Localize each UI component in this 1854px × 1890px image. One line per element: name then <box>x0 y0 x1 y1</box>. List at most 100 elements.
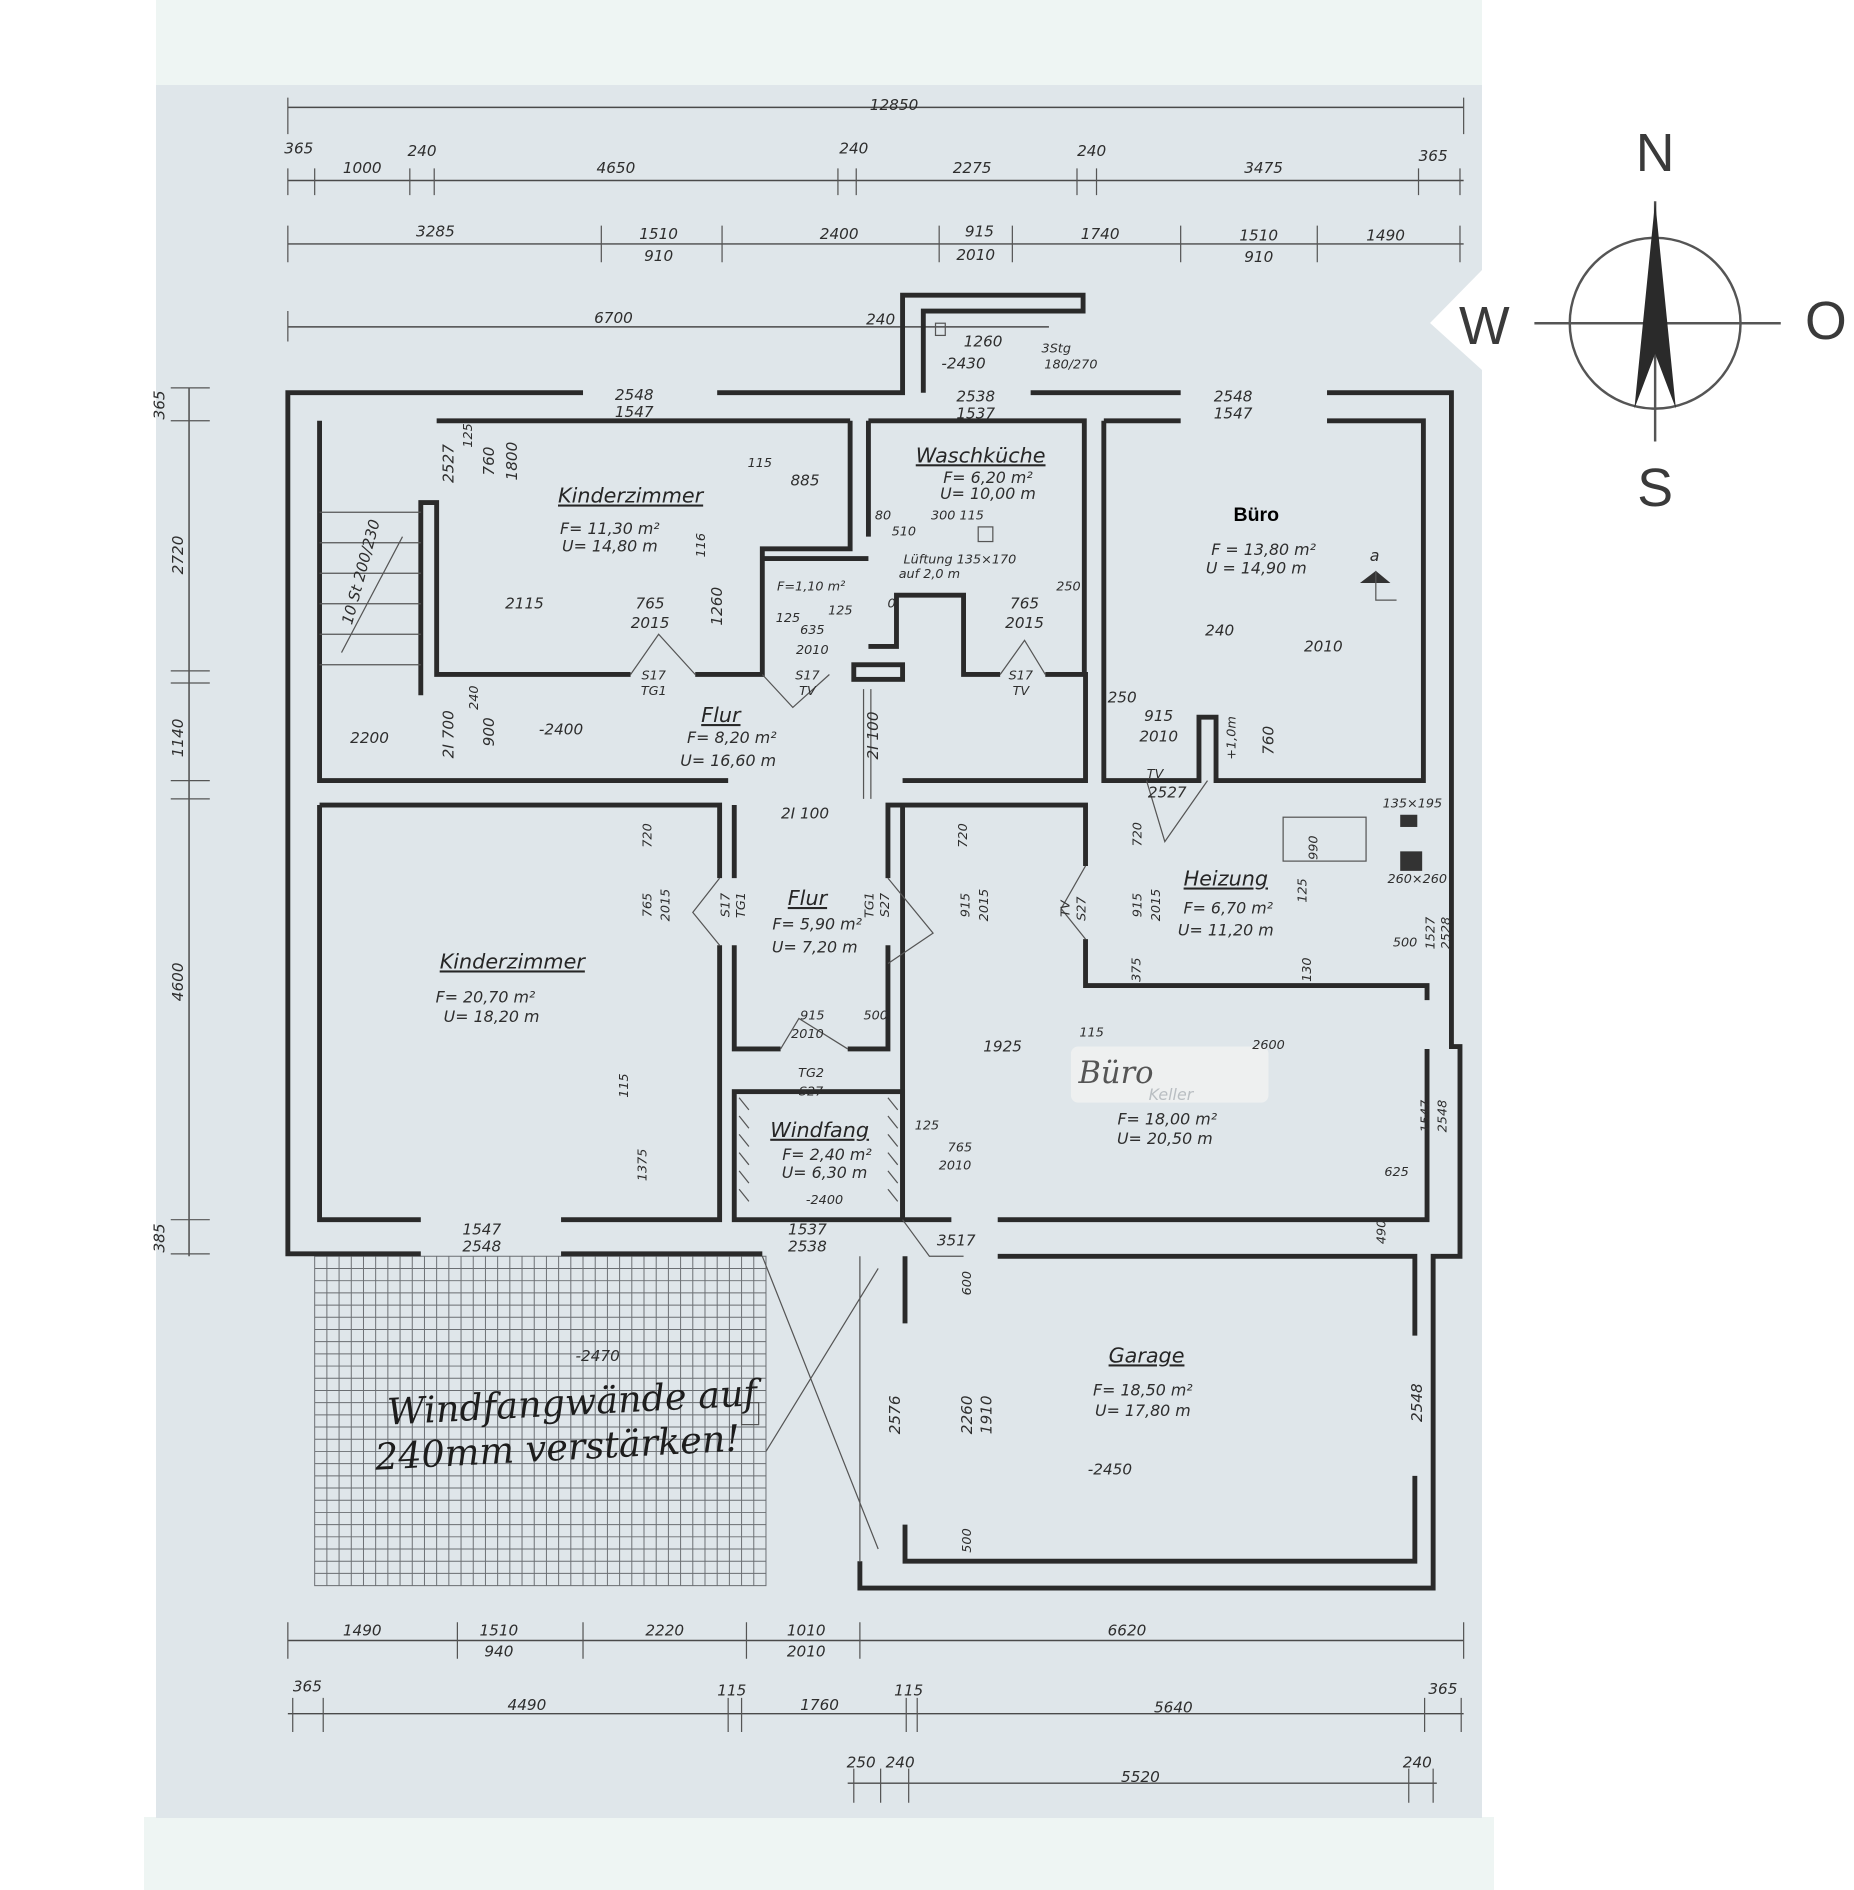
dimension-label: 0 <box>888 596 896 611</box>
dimension-label: 915 <box>959 893 974 917</box>
dimension-label: 1490 <box>343 1622 382 1640</box>
dimension-label: 2I 100 <box>864 711 882 759</box>
room-title: Heizung <box>1184 867 1268 891</box>
dimension-label: 115 <box>1079 1026 1103 1041</box>
dimension-label: 2527 <box>1148 784 1187 802</box>
dimension-label: 5640 <box>1154 1698 1193 1716</box>
dimension-label: 2010 <box>939 1159 972 1174</box>
dimension-label: 1510 <box>1239 226 1278 244</box>
room-area: F= 18,00 m² <box>1117 1110 1217 1129</box>
dimension-label: 4650 <box>597 159 636 177</box>
door-label: TG1 <box>641 684 667 699</box>
dimension-label: -2450 <box>1088 1461 1132 1479</box>
vent-grille-icon <box>740 1402 760 1426</box>
dimension-label: 1740 <box>1081 225 1120 243</box>
room-area: F= 2,40 m² <box>782 1145 872 1164</box>
dimension-label: 1140 <box>169 719 187 758</box>
dimension-label: 760 <box>480 447 498 476</box>
door-label: TV <box>1059 899 1074 917</box>
room-area: F= 11,30 m² <box>560 519 660 538</box>
dimension-label: 2015 <box>1005 614 1044 632</box>
boiler-outline <box>1282 816 1367 862</box>
dimension-label: 490 <box>1375 1220 1390 1244</box>
door-label: TG1 <box>734 892 749 918</box>
dimension-label: 2015 <box>659 889 674 922</box>
dimension-label: 2010 <box>791 1027 824 1042</box>
dimension-label: -2470 <box>576 1347 620 1365</box>
dimension-label: 260×260 <box>1388 872 1448 887</box>
dimension-label: 720 <box>640 823 655 847</box>
dimension-label: 1547 <box>1214 404 1253 422</box>
dimension-label: 1490 <box>1366 226 1405 244</box>
dimension-label: 6620 <box>1108 1622 1147 1640</box>
dimension-label: 625 <box>1384 1165 1408 1180</box>
dimension-label: 765 <box>948 1140 972 1155</box>
door-label: S17 <box>718 892 733 917</box>
dimension-label: +1,0m <box>1225 716 1240 760</box>
compass-north-label: N <box>1636 123 1675 183</box>
dimension-label: 250 <box>1108 689 1137 707</box>
dimension-label: 2015 <box>977 889 992 922</box>
dimension-label: 3Stg <box>1042 341 1071 356</box>
dimension-label: 2720 <box>169 536 187 575</box>
dimension-label: 240 <box>839 140 868 158</box>
dimension-label: 2548 <box>615 386 654 404</box>
dimension-label: 125 <box>461 423 476 447</box>
dimension-label: 910 <box>644 247 673 265</box>
dimension-label: 915 <box>965 223 994 241</box>
dimension-label: 2260 <box>958 1395 976 1434</box>
dimension-label: 635 <box>800 623 824 638</box>
dimension-label: 2010 <box>1139 728 1178 746</box>
dimension-label: 720 <box>1131 822 1146 846</box>
dimension-label: 2I 700 <box>440 710 458 758</box>
dimension-label: 130 <box>1300 957 1315 981</box>
room-area: F= 20,70 m² <box>436 988 536 1007</box>
dimension-label: 2538 <box>788 1237 827 1255</box>
dimension-label: 500 <box>864 1009 888 1024</box>
dimension-label: 240 <box>407 142 436 160</box>
dimension-label: 1375 <box>635 1149 650 1182</box>
dimension-label: Keller <box>1149 1085 1195 1104</box>
paper-scan <box>156 85 1482 1818</box>
dimension-label: 510 <box>892 524 916 539</box>
room-area: F=1,10 m² <box>777 579 845 594</box>
dimension-label: 915 <box>800 1009 824 1024</box>
dimension-label: auf 2,0 m <box>899 567 960 582</box>
dimension-label: 765 <box>636 595 665 613</box>
room-area: F= 6,70 m² <box>1183 899 1273 918</box>
dimension-label: 500 <box>1393 935 1417 950</box>
dimension-label: 2548 <box>462 1237 501 1255</box>
door-label: TG1 <box>862 892 877 918</box>
dimension-label: 915 <box>1144 707 1173 725</box>
room-perimeter: U= 17,80 m <box>1095 1401 1191 1420</box>
room-perimeter: U= 7,20 m <box>772 938 858 957</box>
dimension-label: 885 <box>790 471 819 489</box>
dimension-label: 765 <box>1010 595 1039 613</box>
dimension-label: 1260 <box>964 332 1003 350</box>
dimension-label: 2010 <box>796 643 829 658</box>
dimension-label: 1260 <box>708 587 726 626</box>
dimension-label: Lüftung 135×170 <box>904 553 1017 568</box>
dimension-label: 3517 <box>937 1231 976 1249</box>
dimension-label: 2548 <box>1408 1383 1426 1422</box>
room-perimeter: U= 18,20 m <box>444 1007 540 1026</box>
door-label: TV <box>799 684 817 699</box>
dimension-lines <box>170 97 1465 1803</box>
dimension-label: 125 <box>776 611 800 626</box>
sticky-note <box>1070 1046 1269 1103</box>
dimension-label: 3475 <box>1244 159 1283 177</box>
room-title: Flur <box>701 703 742 727</box>
dimension-label: 2115 <box>505 595 544 613</box>
dimension-label: 6700 <box>594 309 633 327</box>
dimension-label: 2538 <box>956 387 995 405</box>
dimension-label: 240 <box>1205 621 1234 639</box>
room-area: F = 13,80 m² <box>1211 540 1316 559</box>
door-label: S27 <box>878 892 893 917</box>
dimension-label: 1000 <box>343 159 382 177</box>
walls <box>285 292 1463 1591</box>
dimension-label: 1537 <box>788 1220 827 1238</box>
dimension-label: 80 <box>875 509 891 524</box>
dimension-label: 385 <box>151 1223 169 1252</box>
door-swings <box>630 633 1209 1562</box>
dimension-label: 12850 <box>870 96 918 114</box>
